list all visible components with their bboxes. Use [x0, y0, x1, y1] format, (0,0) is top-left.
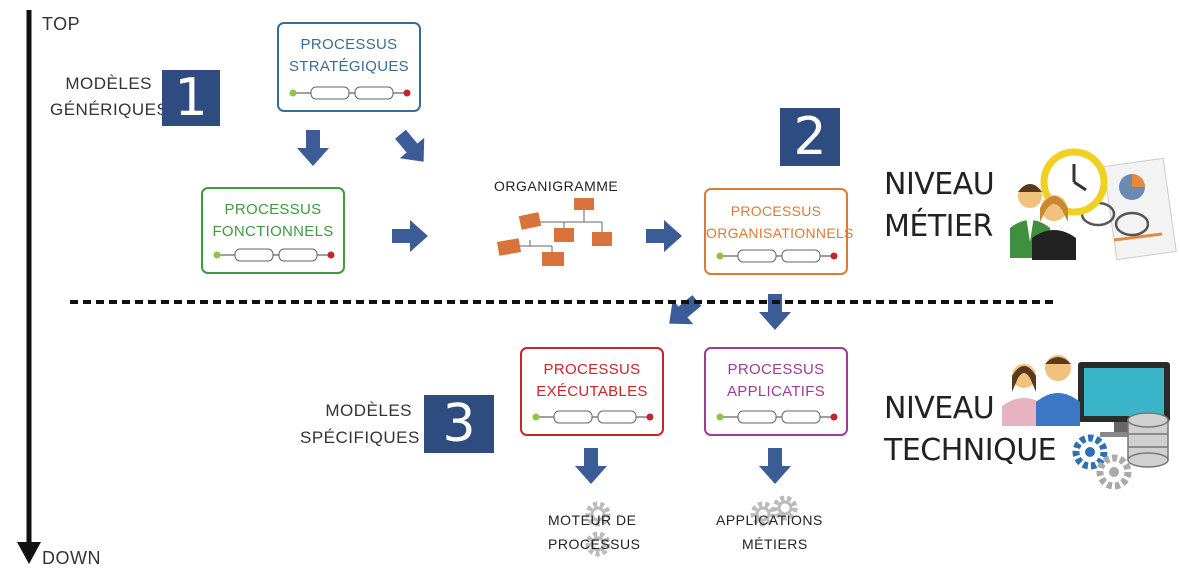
box-processus-organisationnels: PROCESSUS ORGANISATIONNELS [704, 188, 854, 275]
box-processus-executables: PROCESSUS EXÉCUTABLES [520, 347, 664, 436]
modeles-generiques-label-line2: GÉNÉRIQUES [50, 100, 169, 119]
box-executables-line1: PROCESSUS [543, 361, 641, 378]
box-applicatifs-line1: PROCESSUS [727, 361, 825, 378]
niveau-technique-line2: TECHNIQUE [884, 433, 1057, 468]
box-fonctionnels-line1: PROCESSUS [224, 201, 322, 218]
level-separator-line [70, 300, 1055, 304]
arrow-applicatifs-to-applications [759, 448, 791, 484]
moteur-label-line2: PROCESSUS [548, 536, 641, 552]
org-chart-icon [496, 198, 612, 266]
niveau-metier-line2: MÉTIER [884, 209, 993, 244]
vertical-axis-arrow [17, 10, 41, 564]
number-badge-1: 1 [162, 68, 220, 128]
box-processus-fonctionnels: PROCESSUS FONCTIONNELS [201, 187, 345, 274]
box-processus-applicatifs: PROCESSUS APPLICATIFS [704, 347, 848, 436]
modeles-generiques-label-line1: MODÈLES [65, 74, 152, 93]
niveau-technique-line1: NIVEAU [884, 391, 995, 426]
box-strategiques-line2: STRATÉGIQUES [288, 58, 409, 75]
box-organisationnels-line2: ORGANISATIONNELS [706, 225, 854, 241]
arrow-strategiques-to-organigramme [388, 123, 436, 173]
modeles-specifiques-label-line1: MODÈLES [325, 401, 412, 420]
box-fonctionnels-line2: FONCTIONNELS [212, 223, 334, 240]
applications-label-line2: MÉTIERS [742, 536, 808, 552]
axis-top-label: TOP [42, 14, 81, 34]
number-badge-3: 3 [424, 394, 494, 454]
number-badge-2: 2 [780, 107, 840, 167]
arrow-organigramme-to-organisationnels [646, 220, 682, 252]
box-executables-line2: EXÉCUTABLES [536, 383, 648, 400]
it-people-computer-icon [1002, 355, 1170, 490]
arrow-fonctionnels-to-organigramme [392, 220, 428, 252]
business-people-icon [1010, 148, 1177, 261]
box-organisationnels-line1: PROCESSUS [730, 203, 822, 219]
applications-label-line1: APPLICATIONS [716, 512, 823, 528]
arrow-strategiques-to-fonctionnels [297, 130, 329, 166]
arrow-organisationnels-to-executables [658, 288, 708, 336]
box-processus-strategiques: PROCESSUS STRATÉGIQUES [277, 22, 421, 112]
modeles-specifiques-label-line2: SPÉCIFIQUES [300, 428, 420, 447]
axis-down-label: DOWN [42, 548, 101, 568]
organigramme-label: ORGANIGRAMME [494, 178, 619, 194]
moteur-label-line1: MOTEUR DE [548, 512, 637, 528]
box-applicatifs-line2: APPLICATIFS [726, 383, 826, 400]
box-strategiques-line1: PROCESSUS [300, 36, 398, 53]
arrow-executables-to-moteur [575, 448, 607, 484]
niveau-metier-line1: NIVEAU [884, 167, 995, 202]
